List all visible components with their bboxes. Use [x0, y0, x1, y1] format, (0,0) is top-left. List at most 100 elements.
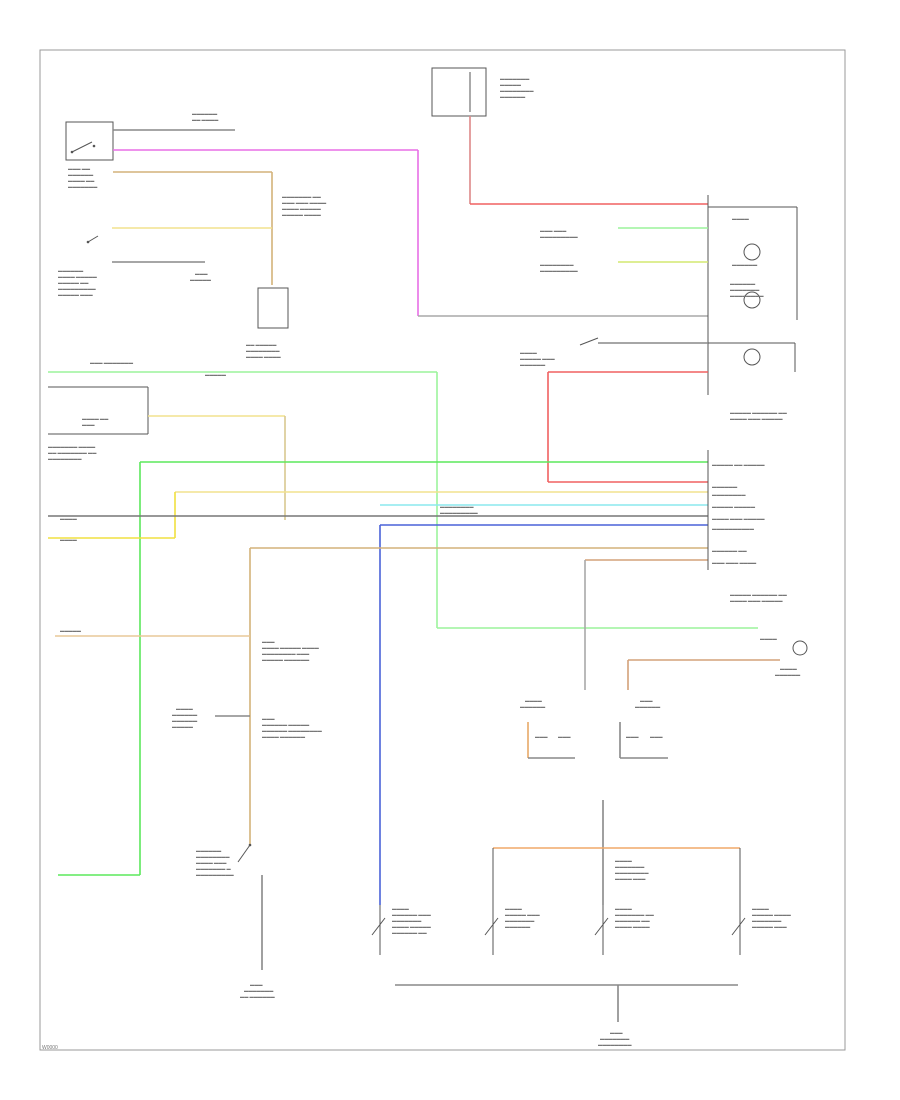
svg-text:▬▬▬▬▬▬: ▬▬▬▬▬▬	[192, 111, 218, 116]
svg-text:▬▬▬: ▬▬▬	[640, 698, 653, 703]
svg-text:▬▬▬▬▬▬▬: ▬▬▬▬▬▬▬	[615, 864, 645, 869]
lower-relay-pair: ▬▬▬▬ ▬▬▬▬▬▬ ▬▬▬ ▬▬▬▬▬▬ ▬▬▬ ▬▬▬ ▬▬▬ ▬▬▬	[520, 698, 668, 759]
svg-text:▬▬▬▬▬▬: ▬▬▬▬▬▬	[520, 704, 546, 709]
svg-text:▬▬▬▬▬▬▬▬: ▬▬▬▬▬▬▬▬	[440, 504, 474, 509]
bottom-switch-2: ▬▬▬▬ ▬▬▬▬▬ ▬▬▬ ▬▬▬▬▬▬▬ ▬▬▬▬▬▬	[484, 848, 540, 955]
diagram-reference: W0000	[42, 1045, 58, 1051]
svg-text:▬▬▬▬ ▬▬▬ ▬▬▬▬▬: ▬▬▬▬ ▬▬▬ ▬▬▬▬▬	[730, 416, 783, 421]
trailer-module: ▬▬▬▬ ▬▬▬▬▬▬ ▬▬▬▬▬▬ ▬▬▬▬▬ ▬▬▬ ▬▬▬▬▬▬ ▬▬▬▬…	[172, 706, 323, 739]
ground-symbol	[792, 640, 808, 656]
svg-text:▬▬▬▬▬ ▬▬▬▬: ▬▬▬▬▬ ▬▬▬▬	[752, 912, 792, 917]
svg-text:▬▬▬: ▬▬▬	[626, 734, 639, 739]
svg-text:▬▬▬ ▬▬▬ ▬▬▬▬: ▬▬▬ ▬▬▬ ▬▬▬▬	[712, 560, 757, 565]
svg-text:▬▬▬▬ ▬▬▬ ▬▬▬▬▬: ▬▬▬▬ ▬▬▬ ▬▬▬▬▬	[712, 516, 765, 521]
svg-text:▬▬▬▬▬▬▬ ▬: ▬▬▬▬▬▬▬ ▬	[196, 866, 231, 871]
svg-text:▬▬▬▬▬ ▬▬▬: ▬▬▬▬▬ ▬▬▬	[505, 912, 540, 917]
svg-text:▬▬▬▬▬▬ ▬▬▬▬▬▬▬▬: ▬▬▬▬▬▬ ▬▬▬▬▬▬▬▬	[262, 728, 323, 733]
svg-text:▬▬▬▬▬▬▬▬▬: ▬▬▬▬▬▬▬▬▬	[540, 268, 579, 273]
svg-text:▬▬▬: ▬▬▬	[262, 716, 275, 721]
svg-text:▬▬▬▬: ▬▬▬▬	[780, 666, 798, 671]
brake-switch: ▬▬▬▬▬▬ ▬▬▬▬ ▬▬▬▬▬ ▬▬▬▬▬ ▬▬ ▬▬▬▬▬▬▬▬▬ ▬▬▬…	[58, 235, 212, 297]
svg-text:▬▬ ▬▬▬▬▬: ▬▬ ▬▬▬▬▬	[246, 342, 277, 347]
svg-text:▬▬▬: ▬▬▬	[610, 1030, 623, 1035]
svg-text:▬▬▬▬ ▬▬: ▬▬▬▬ ▬▬	[82, 416, 109, 421]
red-switch: ▬▬▬▬ ▬▬▬▬▬ ▬▬▬ ▬▬▬▬▬▬	[520, 337, 599, 367]
svg-text:▬▬▬▬▬▬▬▬: ▬▬▬▬▬▬▬▬	[598, 1042, 632, 1047]
svg-text:▬▬▬▬▬▬▬: ▬▬▬▬▬▬▬	[505, 918, 535, 923]
svg-text:▬▬▬▬▬▬▬▬: ▬▬▬▬▬▬▬▬	[712, 492, 746, 497]
svg-text:▬▬▬: ▬▬▬	[650, 734, 663, 739]
svg-text:▬▬▬▬▬▬▬: ▬▬▬▬▬▬▬	[752, 918, 782, 923]
svg-text:▬▬▬▬▬: ▬▬▬▬▬	[190, 277, 212, 282]
lower-left-switch: ▬▬▬▬▬▬ ▬▬▬▬▬▬▬▬ ▬▬▬▬ ▬▬▬ ▬▬▬▬▬▬▬ ▬ ▬▬▬▬▬…	[196, 843, 252, 877]
svg-text:▬▬▬▬▬▬▬▬: ▬▬▬▬▬▬▬▬	[615, 870, 649, 875]
svg-text:▬▬▬▬▬▬▬▬: ▬▬▬▬▬▬▬▬	[540, 262, 574, 267]
svg-text:▬▬▬▬▬ ▬▬▬▬▬▬ ▬▬: ▬▬▬▬▬ ▬▬▬▬▬▬ ▬▬	[730, 410, 788, 415]
svg-text:▬▬▬▬▬▬▬▬: ▬▬▬▬▬▬▬▬	[48, 456, 82, 461]
svg-text:▬▬▬▬: ▬▬▬▬	[752, 906, 770, 911]
bottom-switch-1: ▬▬▬▬ ▬▬▬▬▬▬ ▬▬▬ ▬▬▬▬▬▬▬ ▬▬▬▬ ▬▬▬▬▬ ▬▬▬▬▬…	[371, 905, 432, 955]
bottom-switch-3: ▬▬▬▬ ▬▬▬▬▬▬▬ ▬▬▬▬▬▬▬▬ ▬▬▬▬ ▬▬▬ ▬▬▬▬ ▬▬▬▬…	[594, 858, 655, 955]
svg-text:▬▬▬▬▬▬: ▬▬▬▬▬▬	[520, 362, 546, 367]
svg-text:▬▬▬▬ ▬▬▬▬▬▬: ▬▬▬▬ ▬▬▬▬▬▬	[262, 734, 306, 739]
svg-text:▬▬▬▬ ▬▬▬▬: ▬▬▬▬ ▬▬▬▬	[246, 354, 281, 359]
svg-text:▬▬▬▬▬ ▬▬▬▬▬▬: ▬▬▬▬▬ ▬▬▬▬▬▬	[262, 657, 310, 662]
svg-text:▬▬▬ ▬▬▬ ▬▬▬▬: ▬▬▬ ▬▬▬ ▬▬▬▬	[282, 200, 327, 205]
svg-text:▬▬▬▬▬▬: ▬▬▬▬▬▬	[500, 94, 526, 99]
svg-text:▬▬▬ ▬▬▬▬▬▬▬: ▬▬▬ ▬▬▬▬▬▬▬	[90, 360, 134, 365]
svg-text:▬▬▬▬▬▬▬▬: ▬▬▬▬▬▬▬▬	[730, 293, 764, 298]
svg-text:▬▬▬▬▬▬▬: ▬▬▬▬▬▬▬	[68, 184, 98, 189]
svg-text:▬▬▬: ▬▬▬	[535, 734, 548, 739]
svg-text:▬▬▬▬ ▬▬▬▬▬: ▬▬▬▬ ▬▬▬▬▬	[58, 274, 98, 279]
svg-text:▬▬ ▬▬▬▬▬▬▬ ▬▬: ▬▬ ▬▬▬▬▬▬▬ ▬▬	[48, 450, 97, 455]
svg-text:▬▬▬▬▬▬▬▬: ▬▬▬▬▬▬▬▬	[196, 854, 230, 859]
svg-text:▬▬▬▬: ▬▬▬▬	[505, 906, 523, 911]
svg-text:▬▬▬▬▬▬▬ ▬▬: ▬▬▬▬▬▬▬ ▬▬	[615, 912, 655, 917]
svg-text:▬▬▬▬ ▬▬▬▬▬ ▬▬▬▬: ▬▬▬▬ ▬▬▬▬▬ ▬▬▬▬	[262, 645, 320, 650]
svg-text:▬▬▬▬▬▬▬: ▬▬▬▬▬▬▬	[730, 287, 760, 292]
diagram-frame	[39, 49, 846, 1051]
svg-text:▬▬▬▬: ▬▬▬▬	[520, 350, 538, 355]
svg-text:▬▬▬▬▬▬▬: ▬▬▬▬▬▬▬	[600, 1036, 630, 1041]
svg-text:▬▬▬▬▬: ▬▬▬▬▬	[500, 82, 522, 87]
svg-text:▬▬▬▬▬: ▬▬▬▬▬	[60, 628, 82, 633]
relay-connector: ▬▬ ▬▬▬▬▬ ▬▬▬▬▬▬▬▬ ▬▬▬▬ ▬▬▬▬	[246, 287, 289, 359]
svg-text:▬▬▬▬▬▬ ▬▬: ▬▬▬▬▬▬ ▬▬	[712, 548, 747, 553]
svg-text:▬▬▬▬▬▬ ▬▬▬▬▬: ▬▬▬▬▬▬ ▬▬▬▬▬	[262, 722, 310, 727]
svg-text:▬▬▬▬▬ ▬▬: ▬▬▬▬▬ ▬▬	[58, 280, 89, 285]
svg-text:▬▬▬▬▬▬▬ ▬▬▬▬: ▬▬▬▬▬▬▬ ▬▬▬▬	[48, 444, 96, 449]
svg-text:▬▬▬ ▬▬: ▬▬▬ ▬▬	[68, 166, 91, 171]
svg-text:▬▬▬▬: ▬▬▬▬	[615, 858, 633, 863]
svg-text:▬▬▬▬▬▬▬ ▬▬: ▬▬▬▬▬▬▬ ▬▬	[282, 194, 322, 199]
svg-text:▬▬▬▬ ▬▬▬▬: ▬▬▬▬ ▬▬▬▬	[615, 924, 650, 929]
top-center-block: ▬▬▬▬▬▬▬ ▬▬▬▬▬ ▬▬▬▬▬▬▬▬ ▬▬▬▬▬▬	[431, 67, 534, 117]
svg-text:▬▬ ▬▬▬▬: ▬▬ ▬▬▬▬	[192, 117, 219, 122]
svg-text:▬▬▬▬▬ ▬▬▬: ▬▬▬▬▬ ▬▬▬	[520, 356, 555, 361]
svg-text:▬▬▬▬ ▬▬▬: ▬▬▬▬ ▬▬▬	[196, 860, 227, 865]
svg-text:▬▬▬▬: ▬▬▬▬	[760, 636, 778, 641]
svg-text:▬▬▬▬▬▬: ▬▬▬▬▬▬	[172, 718, 198, 723]
svg-text:▬▬▬▬▬▬: ▬▬▬▬▬▬	[68, 172, 94, 177]
svg-text:▬▬▬▬▬ ▬▬▬: ▬▬▬▬▬ ▬▬▬	[58, 292, 93, 297]
svg-text:▬▬▬▬▬▬ ▬▬: ▬▬▬▬▬▬ ▬▬	[392, 930, 427, 935]
svg-text:▬▬▬▬▬▬: ▬▬▬▬▬▬	[730, 281, 756, 286]
svg-text:▬▬▬▬▬ ▬▬▬▬▬: ▬▬▬▬▬ ▬▬▬▬▬	[712, 504, 756, 509]
svg-text:▬▬▬▬: ▬▬▬▬	[176, 706, 194, 711]
svg-text:▬▬▬▬▬▬: ▬▬▬▬▬▬	[172, 712, 198, 717]
svg-text:▬▬▬▬ ▬▬▬▬▬: ▬▬▬▬ ▬▬▬▬▬	[282, 206, 322, 211]
svg-text:▬▬▬▬▬ ▬▬▬: ▬▬▬▬▬ ▬▬▬	[752, 924, 787, 929]
svg-text:▬▬▬▬▬: ▬▬▬▬▬	[205, 372, 227, 377]
svg-text:▬▬▬▬▬▬▬: ▬▬▬▬▬▬▬	[392, 918, 422, 923]
svg-text:▬▬▬▬▬▬▬: ▬▬▬▬▬▬▬	[244, 988, 274, 993]
svg-text:▬▬▬ ▬▬▬: ▬▬▬ ▬▬▬	[540, 228, 567, 233]
svg-text:▬▬▬▬▬▬▬▬: ▬▬▬▬▬▬▬▬	[246, 348, 280, 353]
left-module: ▬▬▬▬ ▬▬ ▬▬▬ ▬▬▬▬▬▬▬ ▬▬▬▬ ▬▬ ▬▬▬▬▬▬▬ ▬▬ ▬…	[48, 386, 149, 461]
svg-text:▬▬▬▬ ▬▬▬▬▬: ▬▬▬▬ ▬▬▬▬▬	[392, 924, 432, 929]
svg-text:▬▬▬▬ ▬▬▬: ▬▬▬▬ ▬▬▬	[615, 876, 646, 881]
svg-text:▬▬▬▬▬▬: ▬▬▬▬▬▬	[712, 484, 738, 489]
svg-text:▬▬▬▬▬▬▬▬▬▬: ▬▬▬▬▬▬▬▬▬▬	[712, 526, 755, 531]
svg-text:▬▬▬▬▬▬: ▬▬▬▬▬▬	[58, 268, 84, 273]
svg-text:▬▬▬▬: ▬▬▬▬	[60, 516, 78, 521]
svg-text:▬▬▬: ▬▬▬	[195, 271, 208, 276]
